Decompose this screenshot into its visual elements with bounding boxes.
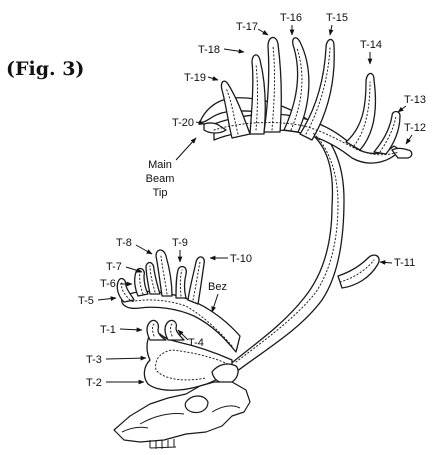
skull: [114, 382, 250, 449]
label-t19: T-19: [184, 72, 206, 84]
label-t10: T-10: [230, 253, 252, 265]
label-t18: T-18: [198, 44, 220, 56]
label-t8: T-8: [116, 237, 132, 249]
tine-t10: [188, 257, 204, 304]
tine-t5: [117, 279, 134, 302]
crown-tines: [204, 37, 412, 158]
tine-t12: [392, 149, 412, 159]
label-t6: T-6: [100, 278, 116, 290]
label-t1: T-1: [100, 324, 116, 336]
label-t16: T-16: [280, 12, 302, 24]
label-main: Main: [148, 159, 172, 171]
tine-t4: [165, 320, 184, 340]
label-t15: T-15: [326, 12, 348, 24]
tine-t9: [176, 267, 186, 298]
label-bez: Bez: [208, 281, 227, 293]
label-beam: Beam: [146, 173, 175, 185]
eye-socket: [185, 396, 208, 413]
label-t7: T-7: [106, 261, 122, 273]
label-t17: T-17: [236, 21, 258, 33]
label-t11: T-11: [394, 257, 415, 269]
label-t13: T-13: [404, 94, 426, 106]
tine-t11: [338, 255, 379, 288]
label-t20: T-20: [172, 117, 194, 129]
skull-outline: [114, 382, 250, 442]
label-t9: T-9: [172, 237, 188, 249]
label-t2: T-2: [86, 377, 102, 389]
label-t4: T-4: [188, 337, 204, 349]
label-t12: T-12: [404, 122, 426, 134]
label-t3: T-3: [86, 354, 102, 366]
label-t5: T-5: [78, 295, 94, 307]
label-t14: T-14: [360, 39, 382, 51]
tine-t14: [346, 73, 375, 150]
label-tip: Tip: [153, 187, 168, 199]
